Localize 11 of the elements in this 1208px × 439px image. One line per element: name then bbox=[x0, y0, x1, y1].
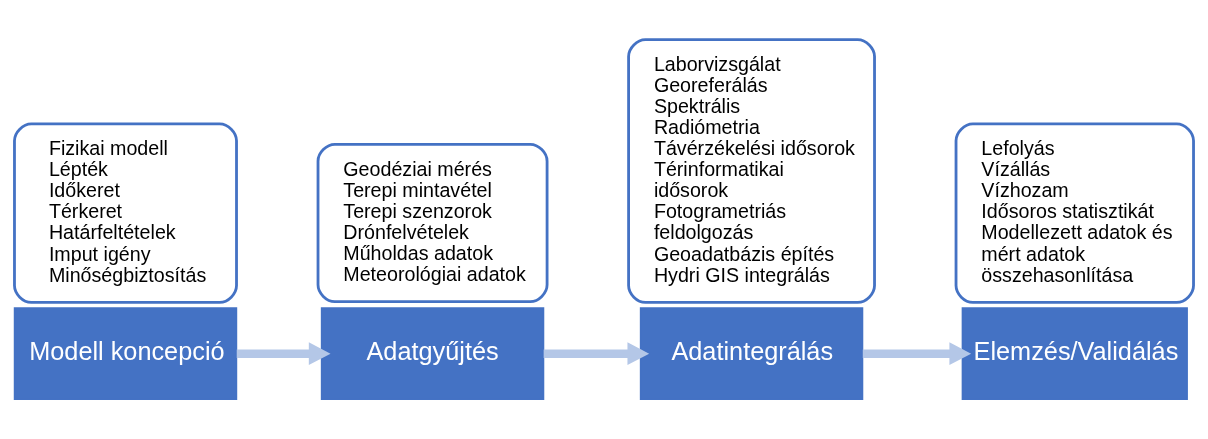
arrow bbox=[862, 342, 972, 366]
node-box: Adatgyűjtés bbox=[320, 307, 545, 401]
node-box: Elemzés/Validálás bbox=[961, 307, 1188, 401]
node-box: Adatintegrálás bbox=[639, 307, 864, 401]
node-box: Lefolyás Vízállás Vízhozam Idősoros statisztikát Modellezett adatok és mért adatok összehasonlítása bbox=[954, 122, 1195, 304]
arrow bbox=[543, 342, 650, 366]
node-box: Fizikai modell Lépték Időkeret Térkeret Határfeltételek Imput igény Minőségbiztosítás bbox=[13, 122, 238, 304]
node-box: Laborvizsgálat Georeferálás Spektrális Radiómetria Távérzékelési idősorok Térinformatikai idősorok Fotogrametriás feldolgozás Geoadatbázis építés Hydri GIS integrálás bbox=[627, 38, 876, 304]
arrow bbox=[236, 342, 331, 366]
node-box: Modell koncepció bbox=[13, 307, 238, 401]
node-box: Geodéziai mérés Terepi mintavétel Terepi szenzorok Drónfelvételek Műholdas adatok Meteorológiai adatok bbox=[316, 142, 549, 304]
